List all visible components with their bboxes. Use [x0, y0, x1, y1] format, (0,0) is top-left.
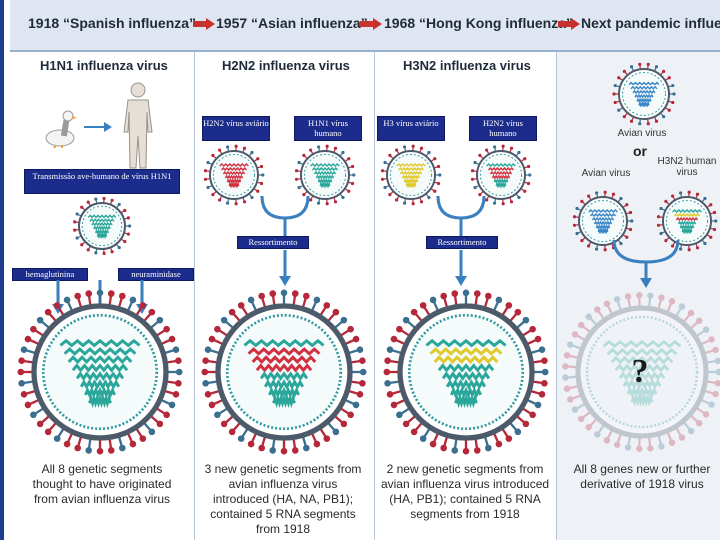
h2n2-human-label: H2N2 vírus humano	[469, 116, 537, 141]
h2n2-note: 3 new genetic segments from avian influe…	[200, 462, 366, 537]
arrow-down-icon	[453, 250, 469, 288]
era-1957: 1957 “Asian influenza”	[216, 15, 368, 31]
h1n1-note: All 8 genetic segments thought to have o…	[22, 462, 182, 507]
arrow-down-icon	[277, 250, 293, 288]
reassortment-label: Ressortimento	[237, 236, 309, 249]
avian-virus-top-label: Avian virus	[604, 128, 680, 139]
column-divider	[194, 52, 195, 540]
human-figure-icon	[120, 82, 156, 170]
h2n2-virus-icon	[196, 292, 372, 452]
era-1918: 1918 “Spanish influenza”	[28, 15, 196, 31]
column-divider	[556, 52, 557, 540]
avian-virus-label: Avian virus	[572, 168, 640, 179]
arrow-right-icon	[193, 18, 215, 30]
h3n2-note: 2 new genetic segments from avian influe…	[380, 462, 550, 522]
h2n2-title: H2N2 influenza virus	[222, 58, 350, 73]
transmission-label: Transmissão ave-humano de vírus H1N1	[24, 169, 180, 194]
h1n1-human-label: H1N1 vírus humano	[294, 116, 362, 141]
arrow-right-icon	[360, 18, 382, 30]
arrow-right-icon	[558, 18, 580, 30]
h1n1-virus-icon	[12, 292, 188, 452]
avian-virus-top-icon	[612, 62, 676, 126]
h3n2-title: H3N2 influenza virus	[403, 58, 531, 73]
or-label: or	[628, 146, 652, 157]
reassortment-label: Ressortimento	[426, 236, 498, 249]
h2n2-avian-label: H2N2 vírus aviário	[202, 116, 270, 141]
left-edge-bar	[0, 0, 4, 540]
arrow-right-icon	[84, 121, 112, 133]
column-divider	[374, 52, 375, 540]
era-next: Next pandemic influenza	[581, 15, 720, 31]
duck-icon	[42, 108, 78, 148]
h1n1-title: H1N1 influenza virus	[40, 58, 168, 73]
era-header-bar: 1918 “Spanish influenza” 1957 “Asian inf…	[10, 0, 720, 52]
next-pandemic-note: All 8 genes new or further derivative of…	[568, 462, 716, 492]
merge-connector	[608, 240, 684, 292]
unknown-question-mark: ?	[628, 354, 652, 390]
h1n1-small-virus-icon	[72, 196, 132, 256]
h3n2-virus-icon	[378, 292, 554, 452]
h3-avian-label: H3 vírus aviário	[377, 116, 445, 141]
era-1968: 1968 “Hong Kong influenza”	[384, 15, 573, 31]
h3n2-human-virus-label: H3N2 human virus	[656, 156, 718, 178]
